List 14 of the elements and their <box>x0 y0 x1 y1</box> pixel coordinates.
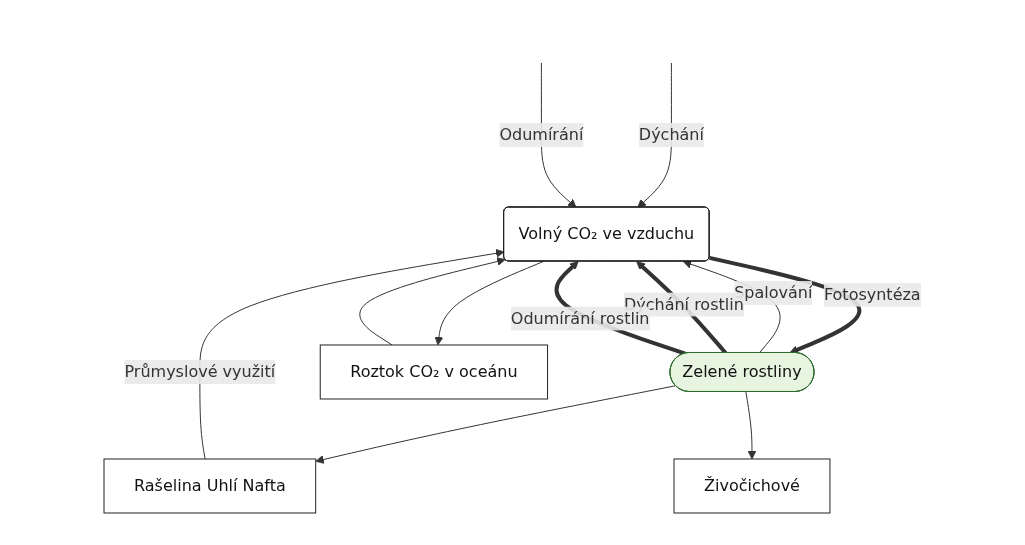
edge-label: Odumírání rostlin <box>511 308 650 328</box>
edge-label: Průmyslové využití <box>124 361 276 381</box>
node-box: Živočichové <box>673 458 831 513</box>
arrow <box>709 255 862 354</box>
edge-label: Fotosyntéza <box>824 284 921 304</box>
arrow <box>359 256 506 345</box>
arrow <box>199 248 505 459</box>
arrow <box>315 384 677 464</box>
arrow <box>434 260 544 345</box>
node-box: Roztok CO₂ v oceánu <box>319 344 549 399</box>
edge-label: Odumírání <box>499 124 584 144</box>
edge-label: Dýchání <box>638 124 705 144</box>
node-box: Rašelina Uhlí Nafta <box>103 458 317 513</box>
arrow <box>745 391 757 459</box>
